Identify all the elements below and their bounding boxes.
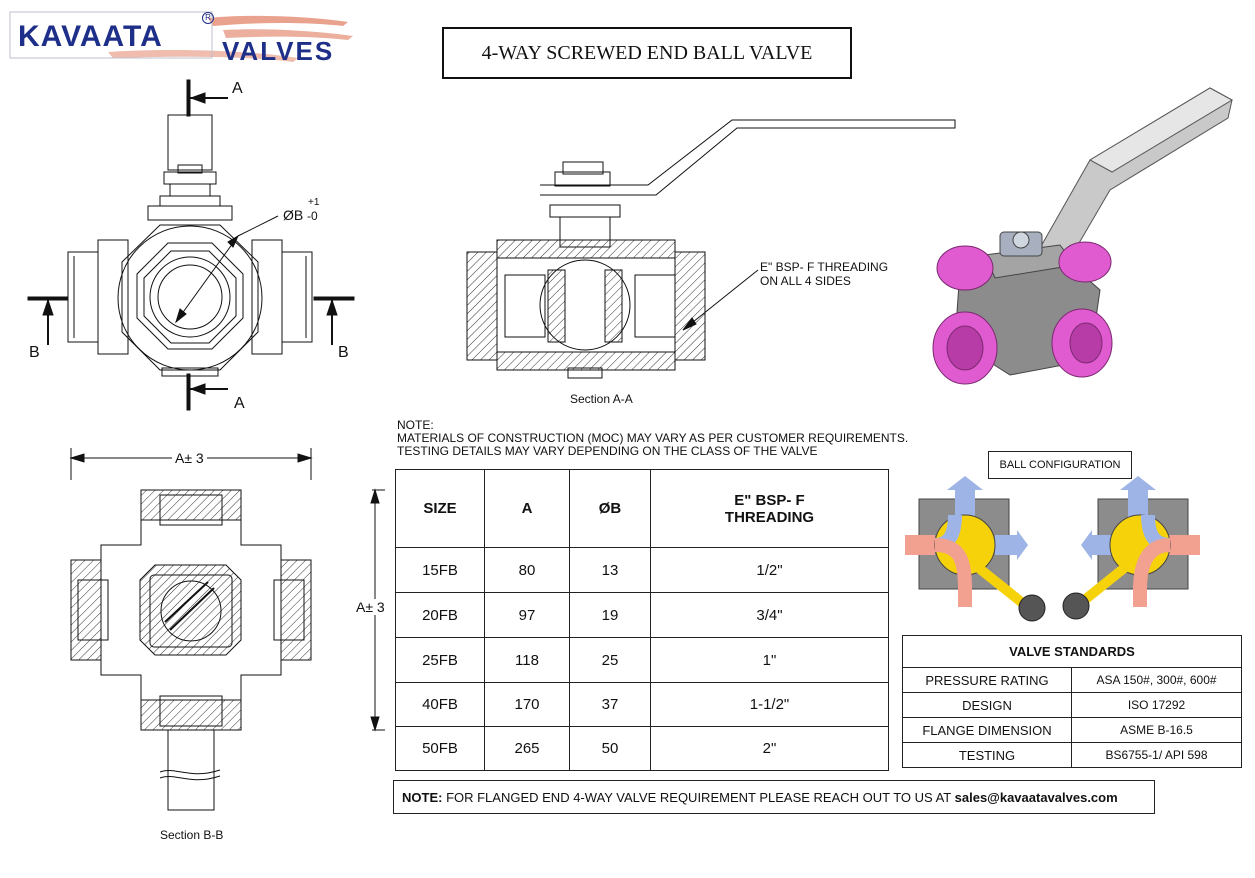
cell-size: 20FB — [395, 592, 485, 638]
cell-b: 50 — [569, 726, 651, 771]
thread-note-line2: ON ALL 4 SIDES — [760, 274, 851, 288]
cell-thread: 3/4" — [650, 592, 889, 638]
standard-name: TESTING — [902, 742, 1072, 768]
cell-a: 80 — [484, 547, 570, 593]
cell-thread: 1/2" — [650, 547, 889, 593]
cell-a: 97 — [484, 592, 570, 638]
logo: KAVAATA R VALVES — [8, 8, 358, 66]
dim-vertical-label: A± 3 — [354, 599, 387, 615]
ball-config-right — [1062, 476, 1200, 620]
footer-note: NOTE: FOR FLANGED END 4-WAY VALVE REQUIR… — [393, 780, 1155, 814]
standard-value: BS6755-1/ API 598 — [1071, 742, 1242, 768]
logo-valves: VALVES — [222, 36, 335, 66]
note-line-1: MATERIALS OF CONSTRUCTION (MOC) MAY VARY… — [397, 431, 909, 445]
cell-size: 50FB — [395, 726, 485, 771]
standards-row: PRESSURE RATING ASA 150#, 300#, 600# — [902, 667, 1242, 693]
note-heading: NOTE: — [397, 418, 434, 432]
table-row: 15FB 80 13 1/2" — [395, 547, 889, 593]
cell-b: 13 — [569, 547, 651, 593]
note-block: NOTE: MATERIALS OF CONSTRUCTION (MOC) MA… — [397, 419, 908, 458]
cell-b: 25 — [569, 637, 651, 683]
cell-size: 25FB — [395, 637, 485, 683]
standard-value: ISO 17292 — [1071, 692, 1242, 718]
logo-brand: KAVAATA — [18, 20, 163, 53]
table-header-row: SIZE A ØB E" BSP- F THREADING — [395, 469, 889, 548]
section-bb-caption: Section B-B — [160, 828, 224, 842]
ball-config-left — [905, 476, 1046, 622]
standard-value: ASME B-16.5 — [1071, 717, 1242, 743]
header-threading: E" BSP- F THREADING — [650, 469, 889, 548]
footer-email-link[interactable]: sales@kavaatavalves.com — [954, 789, 1118, 805]
ball-config-label: BALL CONFIGURATION — [988, 451, 1132, 479]
table-row: 40FB 170 37 1-1/2" — [395, 682, 889, 727]
section-mark-top: A — [232, 80, 243, 97]
standards-row: TESTING BS6755-1/ API 598 — [902, 742, 1242, 768]
standards-row: FLANGE DIMENSION ASME B-16.5 — [902, 717, 1242, 743]
cell-a: 265 — [484, 726, 570, 771]
tolerance-minus: -0 — [307, 209, 318, 223]
diameter-label: ØB — [283, 207, 304, 223]
standard-value: ASA 150#, 300#, 600# — [1071, 667, 1242, 693]
standards-table: VALVE STANDARDS PRESSURE RATING ASA 150#… — [902, 635, 1242, 768]
standards-row: DESIGN ISO 17292 — [902, 692, 1242, 718]
standard-name: DESIGN — [902, 692, 1072, 718]
footer-note-prefix: NOTE: — [402, 789, 443, 805]
table-row: 20FB 97 19 3/4" — [395, 592, 889, 638]
section-mark-right: B — [338, 344, 349, 361]
section-mark-left: B — [29, 344, 40, 361]
logo-swoosh — [9, 11, 353, 62]
section-aa-caption: Section A-A — [570, 392, 633, 406]
standard-name: FLANGE DIMENSION — [902, 717, 1072, 743]
standards-title: VALVE STANDARDS — [902, 635, 1242, 668]
header-a: A — [484, 469, 570, 548]
cell-a: 118 — [484, 637, 570, 683]
cell-a: 170 — [484, 682, 570, 727]
note-line-2: TESTING DETAILS MAY VARY DEPENDING ON TH… — [397, 444, 818, 458]
page-title: 4-WAY SCREWED END BALL VALVE — [442, 27, 852, 79]
thread-note-line1: E" BSP- F THREADING — [760, 260, 889, 274]
cell-size: 40FB — [395, 682, 485, 727]
cell-thread: 1" — [650, 637, 889, 683]
header-threading-text: E" BSP- F THREADING — [724, 491, 815, 526]
standard-name: PRESSURE RATING — [902, 667, 1072, 693]
cell-b: 19 — [569, 592, 651, 638]
cell-thread: 1-1/2" — [650, 682, 889, 727]
header-size: SIZE — [395, 469, 485, 548]
section-mark-bottom: A — [234, 395, 245, 412]
table-row: 25FB 118 25 1" — [395, 637, 889, 683]
tolerance-plus: +1 — [308, 197, 320, 208]
table-row: 50FB 265 50 2" — [395, 726, 889, 771]
dim-horizontal-label: A± 3 — [172, 450, 207, 466]
cell-thread: 2" — [650, 726, 889, 771]
dimension-table: SIZE A ØB E" BSP- F THREADING 15FB 80 13… — [395, 469, 889, 771]
standards-title-row: VALVE STANDARDS — [902, 635, 1242, 668]
logo-registered: R — [202, 12, 214, 24]
header-b: ØB — [569, 469, 651, 548]
cell-b: 37 — [569, 682, 651, 727]
cell-size: 15FB — [395, 547, 485, 593]
footer-note-text: FOR FLANGED END 4-WAY VALVE REQUIREMENT … — [442, 789, 955, 805]
